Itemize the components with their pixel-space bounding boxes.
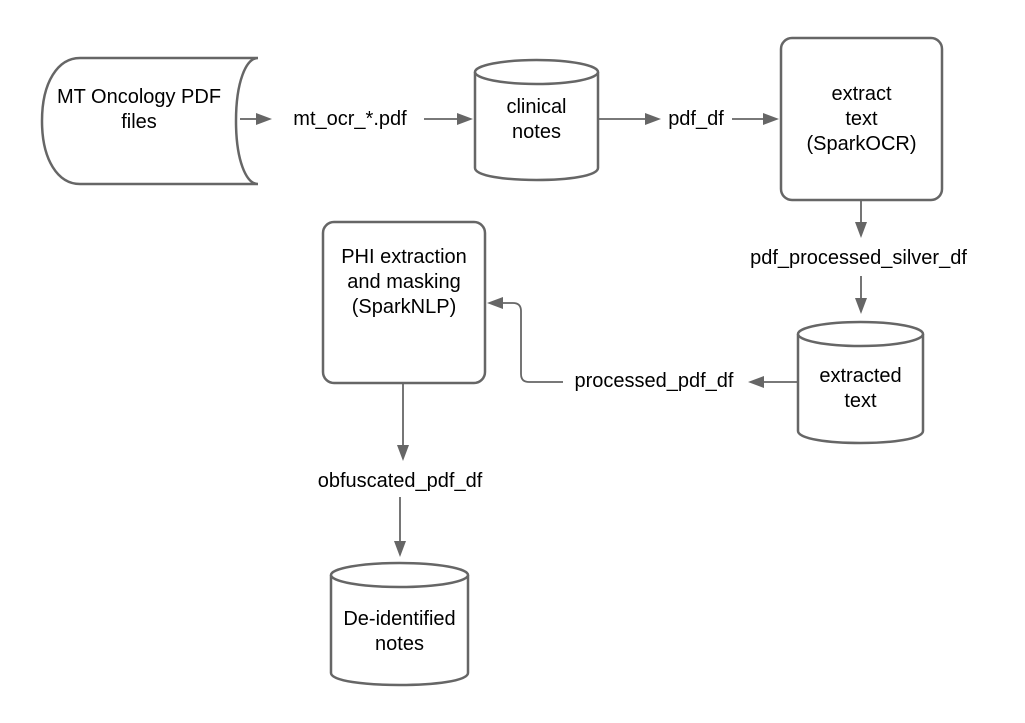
node-phi-masking-shape — [321, 220, 487, 385]
node-source-label: MT Oncology PDF files — [56, 86, 222, 133]
arrowhead-right-icon — [645, 113, 661, 125]
arrowhead-right-icon — [256, 113, 272, 125]
edge-label-to-clinical — [424, 113, 473, 125]
node-extract-text-label: extract text (SparkOCR) — [806, 83, 917, 155]
arrowhead-down-icon — [397, 445, 409, 461]
node-source-shape — [40, 56, 259, 186]
edge-extracted-to-label — [748, 376, 798, 388]
node-deidentified-notes-shape — [329, 561, 470, 687]
arrowhead-right-icon — [763, 113, 779, 125]
edge-extract-to-label — [855, 201, 867, 238]
cylinder-top-rim — [473, 58, 600, 86]
node-phi-masking-label: PHI extraction and masking (SparkNLP) — [341, 246, 467, 318]
arrowhead-left-icon — [748, 376, 764, 388]
edge-phi-to-label — [397, 384, 409, 461]
arrowhead-down-icon — [855, 298, 867, 314]
node-extract-text-shape — [779, 36, 944, 202]
edge-label-to-extract — [732, 113, 779, 125]
node-clinical-notes-shape — [473, 58, 600, 182]
node-clinical-notes-label: clinical notes — [506, 96, 567, 143]
edge-label-to-phi — [487, 297, 563, 383]
edge-label-pdf-processed-silver-df: pdf_processed_silver_df — [750, 247, 967, 269]
node-extracted-text-label: extracted text — [819, 365, 902, 412]
edge-elbow-line — [503, 302, 563, 383]
edge-label-to-deidentified — [394, 497, 406, 557]
arrowhead-right-icon — [457, 113, 473, 125]
cylinder-top-rim — [796, 320, 925, 348]
edge-label-mt-ocr-pdf: mt_ocr_*.pdf — [293, 108, 407, 130]
arrowhead-left-icon — [487, 297, 503, 309]
node-deidentified-notes-label: De-identified notes — [343, 608, 456, 655]
edge-label-to-extracted — [855, 276, 867, 314]
cylinder-body — [796, 334, 925, 445]
cylinder-top-rim — [329, 561, 470, 589]
arrowhead-down-icon — [855, 222, 867, 238]
cylinder-body — [473, 72, 600, 182]
edge-label-obfuscated-pdf-df: obfuscated_pdf_df — [317, 470, 483, 492]
node-extracted-text-shape — [796, 320, 925, 445]
arrowhead-down-icon — [394, 541, 406, 557]
edge-label-pdf-df: pdf_df — [668, 108, 724, 130]
edge-label-processed-pdf-df: processed_pdf_df — [574, 370, 734, 392]
edge-source-to-label — [240, 113, 272, 125]
cylinder-body — [329, 575, 470, 687]
edge-clinical-to-label — [598, 113, 661, 125]
